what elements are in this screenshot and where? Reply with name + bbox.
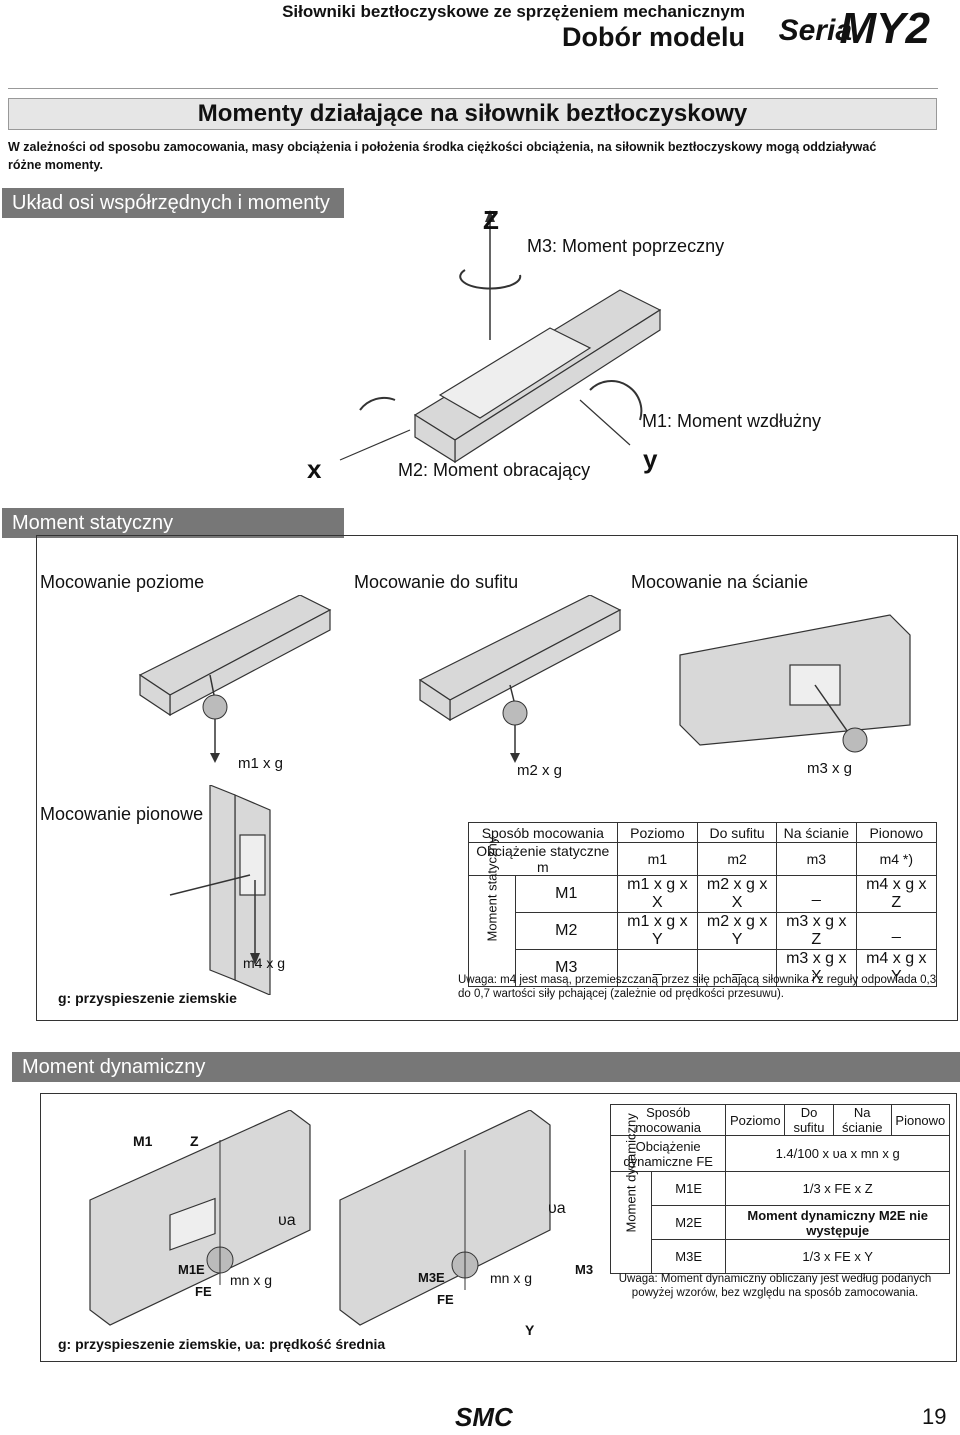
- th-col-3: Pionowo: [855, 822, 938, 843]
- drow-0-formula: 1/3 x FE x Z: [725, 1171, 950, 1206]
- row-1-c3: _: [855, 912, 938, 950]
- load-2: m3: [775, 842, 857, 876]
- dynamic-frame: [40, 1093, 957, 1362]
- dyn-z: Z: [190, 1133, 199, 1149]
- label-horizontal: Mocowanie poziome: [40, 572, 205, 592]
- fe-formula: 1.4/100 x υa x mn x g: [725, 1135, 950, 1172]
- drow-0-name: M1E: [650, 1171, 727, 1206]
- drow-2-formula: 1/3 x FE x Y: [725, 1239, 950, 1274]
- dynamic-note: Uwaga: Moment dynamiczny obliczany jest …: [618, 1273, 932, 1299]
- static-frame: [36, 535, 958, 1021]
- row-2-name: M3: [515, 949, 618, 987]
- row-1-c1: m2 x g x Y: [697, 912, 777, 950]
- row-0-c1: m2 x g x X: [697, 875, 777, 913]
- dyn-fe-1: FE: [195, 1284, 212, 1299]
- th-method: Sposób mocowania: [468, 822, 618, 843]
- axes-band: Układ osi współrzędnych i momenty: [2, 188, 344, 218]
- m2-caption: M2: Moment obracający: [398, 460, 591, 480]
- dynamic-band: Moment dynamiczny: [12, 1052, 960, 1082]
- series-model: MY2: [839, 4, 930, 53]
- row-0-c3: m4 x g x Z: [855, 875, 938, 913]
- dyn-m3e: M3E: [418, 1270, 445, 1285]
- dyn-y: Y: [525, 1322, 535, 1338]
- axis-z-label: Z: [483, 205, 499, 235]
- smc-logo: SMC: [455, 1402, 513, 1432]
- drow-2-name: M3E: [650, 1239, 727, 1274]
- axis-x-label: x: [307, 454, 322, 484]
- static-g-note: g: przyspieszenie ziemskie: [58, 990, 237, 1006]
- dyn-va-2: υa: [548, 1200, 566, 1217]
- dyn-mng-1: mn x g: [230, 1272, 273, 1288]
- row-2-c2: m3 x g x X: [775, 949, 857, 987]
- dyn-mng-2: mn x g: [490, 1270, 533, 1286]
- dth-col-2: Na ścianie: [832, 1104, 892, 1136]
- row-2-c1: _: [697, 949, 777, 987]
- header-rule: [8, 88, 938, 89]
- header-subtitle: Siłowniki beztłoczyskowe ze sprzężeniem …: [282, 2, 745, 21]
- th-col-0: Poziomo: [616, 822, 699, 843]
- row-1-c0: m1 x g x Y: [616, 912, 699, 950]
- row-0-c0: m1 x g x X: [616, 875, 699, 913]
- drow-1-name: M2E: [650, 1205, 727, 1240]
- dth-col-3: Pionowo: [890, 1104, 951, 1136]
- horizontal-mount-drawing: [138, 595, 332, 763]
- side-dynamic: Moment dynamiczny: [623, 1113, 639, 1233]
- page-number: 19: [922, 1404, 947, 1429]
- th-col-2: Na ścianie: [775, 822, 857, 843]
- series-word: Seria: [778, 14, 852, 47]
- m1-caption: M1: Moment wzdłużny: [642, 411, 822, 431]
- section-title: Momenty działające na siłownik beztłoczy…: [8, 98, 937, 130]
- ceiling-mount-drawing: [418, 595, 622, 763]
- m3-caption: M3: Moment poprzeczny: [527, 236, 725, 256]
- dyn-m1e: M1E: [178, 1262, 205, 1277]
- row-0-c2: _: [775, 875, 857, 913]
- dth-col-1: Do sufitu: [784, 1104, 834, 1136]
- static-note: Uwaga: m4 jest masą, przemieszczaną prze…: [458, 974, 937, 1000]
- label-ceiling: Mocowanie do sufitu: [354, 572, 519, 592]
- row-2-c3: m4 x g x Y: [855, 949, 938, 987]
- force-m1g: m1 x g: [238, 755, 284, 772]
- force-m3g: m3 x g: [807, 760, 853, 777]
- dyn-m1: M1: [133, 1133, 153, 1149]
- load-3: m4 *): [855, 842, 938, 876]
- row-1-c2: m3 x g x Z: [775, 912, 857, 950]
- dyn-fe-2: FE: [437, 1292, 454, 1307]
- th-col-1: Do sufitu: [697, 822, 777, 843]
- static-band: Moment statyczny: [2, 508, 344, 538]
- load-1: m2: [697, 842, 777, 876]
- intro-text: W zależności od sposobu zamocowania, mas…: [8, 140, 877, 172]
- label-vertical: Mocowanie pionowe: [40, 804, 204, 824]
- drow-1-formula: Moment dynamiczny M2E nie występuje: [725, 1205, 950, 1240]
- row-0-name: M1: [515, 875, 618, 913]
- axes-actuator-drawing: [339, 210, 662, 464]
- axis-y-label: y: [643, 444, 658, 474]
- dth-col-0: Poziomo: [725, 1104, 786, 1136]
- load-0: m1: [616, 842, 699, 876]
- dynamic-g-note: g: przyspieszenie ziemskie, υa: prędkość…: [58, 1336, 386, 1352]
- th-load: Obciążenie statyczne m: [468, 842, 618, 876]
- row-2-c0: _: [616, 949, 699, 987]
- dyn-m3: M3: [575, 1262, 594, 1277]
- row-1-name: M2: [515, 912, 618, 950]
- label-wall: Mocowanie na ścianie: [631, 572, 809, 592]
- vertical-mount-drawing: [169, 785, 271, 995]
- dynamic-drawing: [89, 1110, 551, 1326]
- dynamic-moment-table: Sposób mocowania Poziomo Do sufitu Na śc…: [609, 1104, 951, 1274]
- force-m2g: m2 x g: [517, 762, 563, 779]
- force-m4g: m4 x g: [243, 955, 286, 971]
- side-static: Moment statyczny: [484, 836, 500, 941]
- dyn-va-1: υa: [278, 1212, 296, 1229]
- static-moment-table: Sposób mocowania Poziomo Do sufitu Na śc…: [468, 822, 938, 987]
- wall-mount-drawing: [679, 614, 911, 753]
- header-title: Dobór modelu: [562, 22, 745, 52]
